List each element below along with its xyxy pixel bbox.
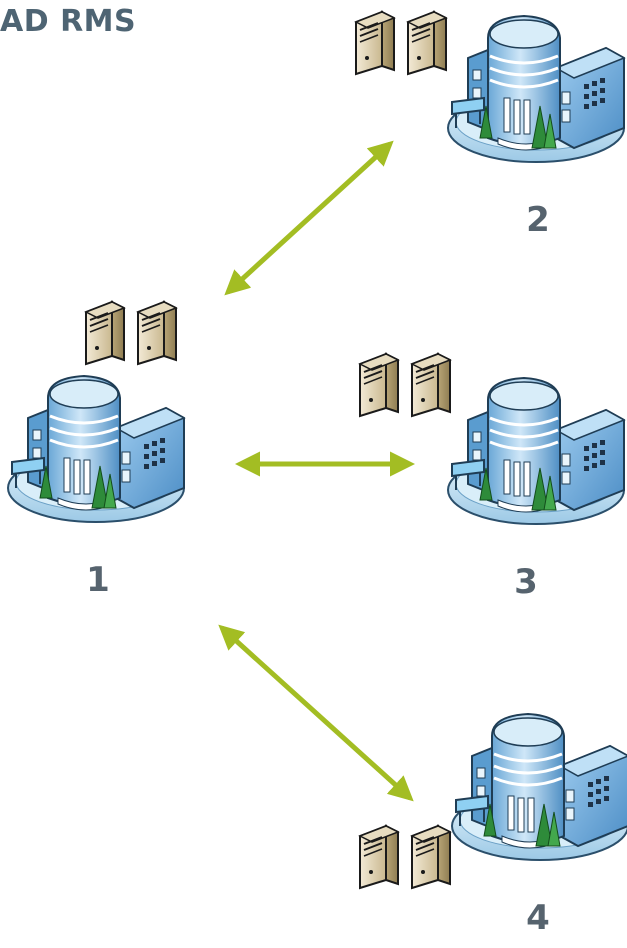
server-icon <box>137 301 177 365</box>
double-arrow-icon <box>224 140 394 296</box>
site-label-4: 4 <box>526 898 550 938</box>
page-title: AD RMS <box>0 4 137 39</box>
server-icon <box>85 301 125 365</box>
server-icon <box>411 825 451 889</box>
site-3 <box>359 353 626 526</box>
site-label-1: 1 <box>86 560 110 600</box>
site-label-2: 2 <box>526 200 550 240</box>
server-icon <box>359 353 399 417</box>
site-1 <box>6 301 186 524</box>
site-4 <box>359 712 627 889</box>
double-arrow-icon <box>218 624 414 802</box>
building-icon <box>6 374 186 524</box>
server-icon <box>407 11 447 75</box>
server-icon <box>359 825 399 889</box>
site-2 <box>355 11 626 164</box>
server-icon <box>355 11 395 75</box>
site-label-3: 3 <box>514 562 538 602</box>
server-icon <box>411 353 451 417</box>
building-icon <box>450 712 627 862</box>
building-icon <box>446 14 626 164</box>
building-icon <box>446 376 626 526</box>
